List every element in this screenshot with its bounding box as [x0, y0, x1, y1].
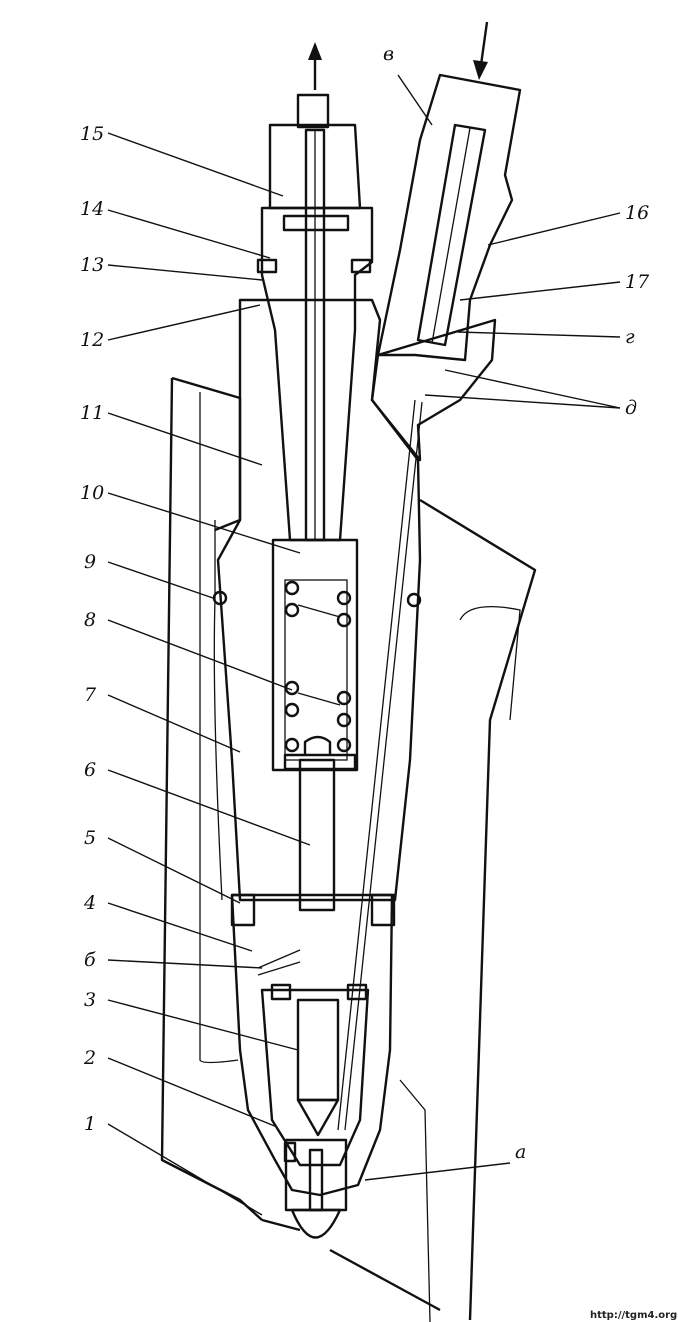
watermark: http://tgm4.org	[590, 1310, 677, 1321]
arrow-up-icon	[308, 42, 322, 90]
label-5: 5	[84, 827, 96, 849]
label-17: 17	[625, 271, 650, 293]
fuel-channel	[337, 399, 423, 1131]
label-a: а	[515, 1141, 526, 1163]
spray-nozzle	[230, 893, 396, 1239]
label-10: 10	[80, 482, 104, 504]
label-1: 1	[84, 1113, 96, 1135]
leader-lines	[107, 74, 621, 1216]
label-15: 15	[80, 123, 104, 145]
label-d: д	[625, 397, 637, 419]
nozzle-body	[216, 298, 422, 912]
outlet-fitting	[256, 93, 374, 542]
spring	[283, 579, 357, 771]
label-7: 7	[84, 684, 97, 706]
cylinder-head-outline	[160, 376, 537, 1322]
label-14: 14	[80, 198, 104, 220]
label-12: 12	[80, 329, 104, 351]
label-g: г	[625, 326, 635, 348]
label-8: 8	[84, 609, 96, 631]
label-11: 11	[80, 402, 104, 424]
label-13: 13	[80, 254, 104, 276]
inlet-fitting	[370, 73, 522, 462]
label-16: 16	[625, 202, 649, 224]
label-4: 4	[83, 892, 96, 914]
arrow-down-icon	[473, 21, 489, 80]
label-v: в	[383, 43, 394, 65]
label-b: б	[84, 949, 96, 971]
label-3: 3	[84, 989, 96, 1011]
label-6: 6	[84, 759, 96, 781]
label-2: 2	[83, 1047, 96, 1069]
seal-rings	[212, 590, 422, 608]
label-9: 9	[84, 551, 96, 573]
